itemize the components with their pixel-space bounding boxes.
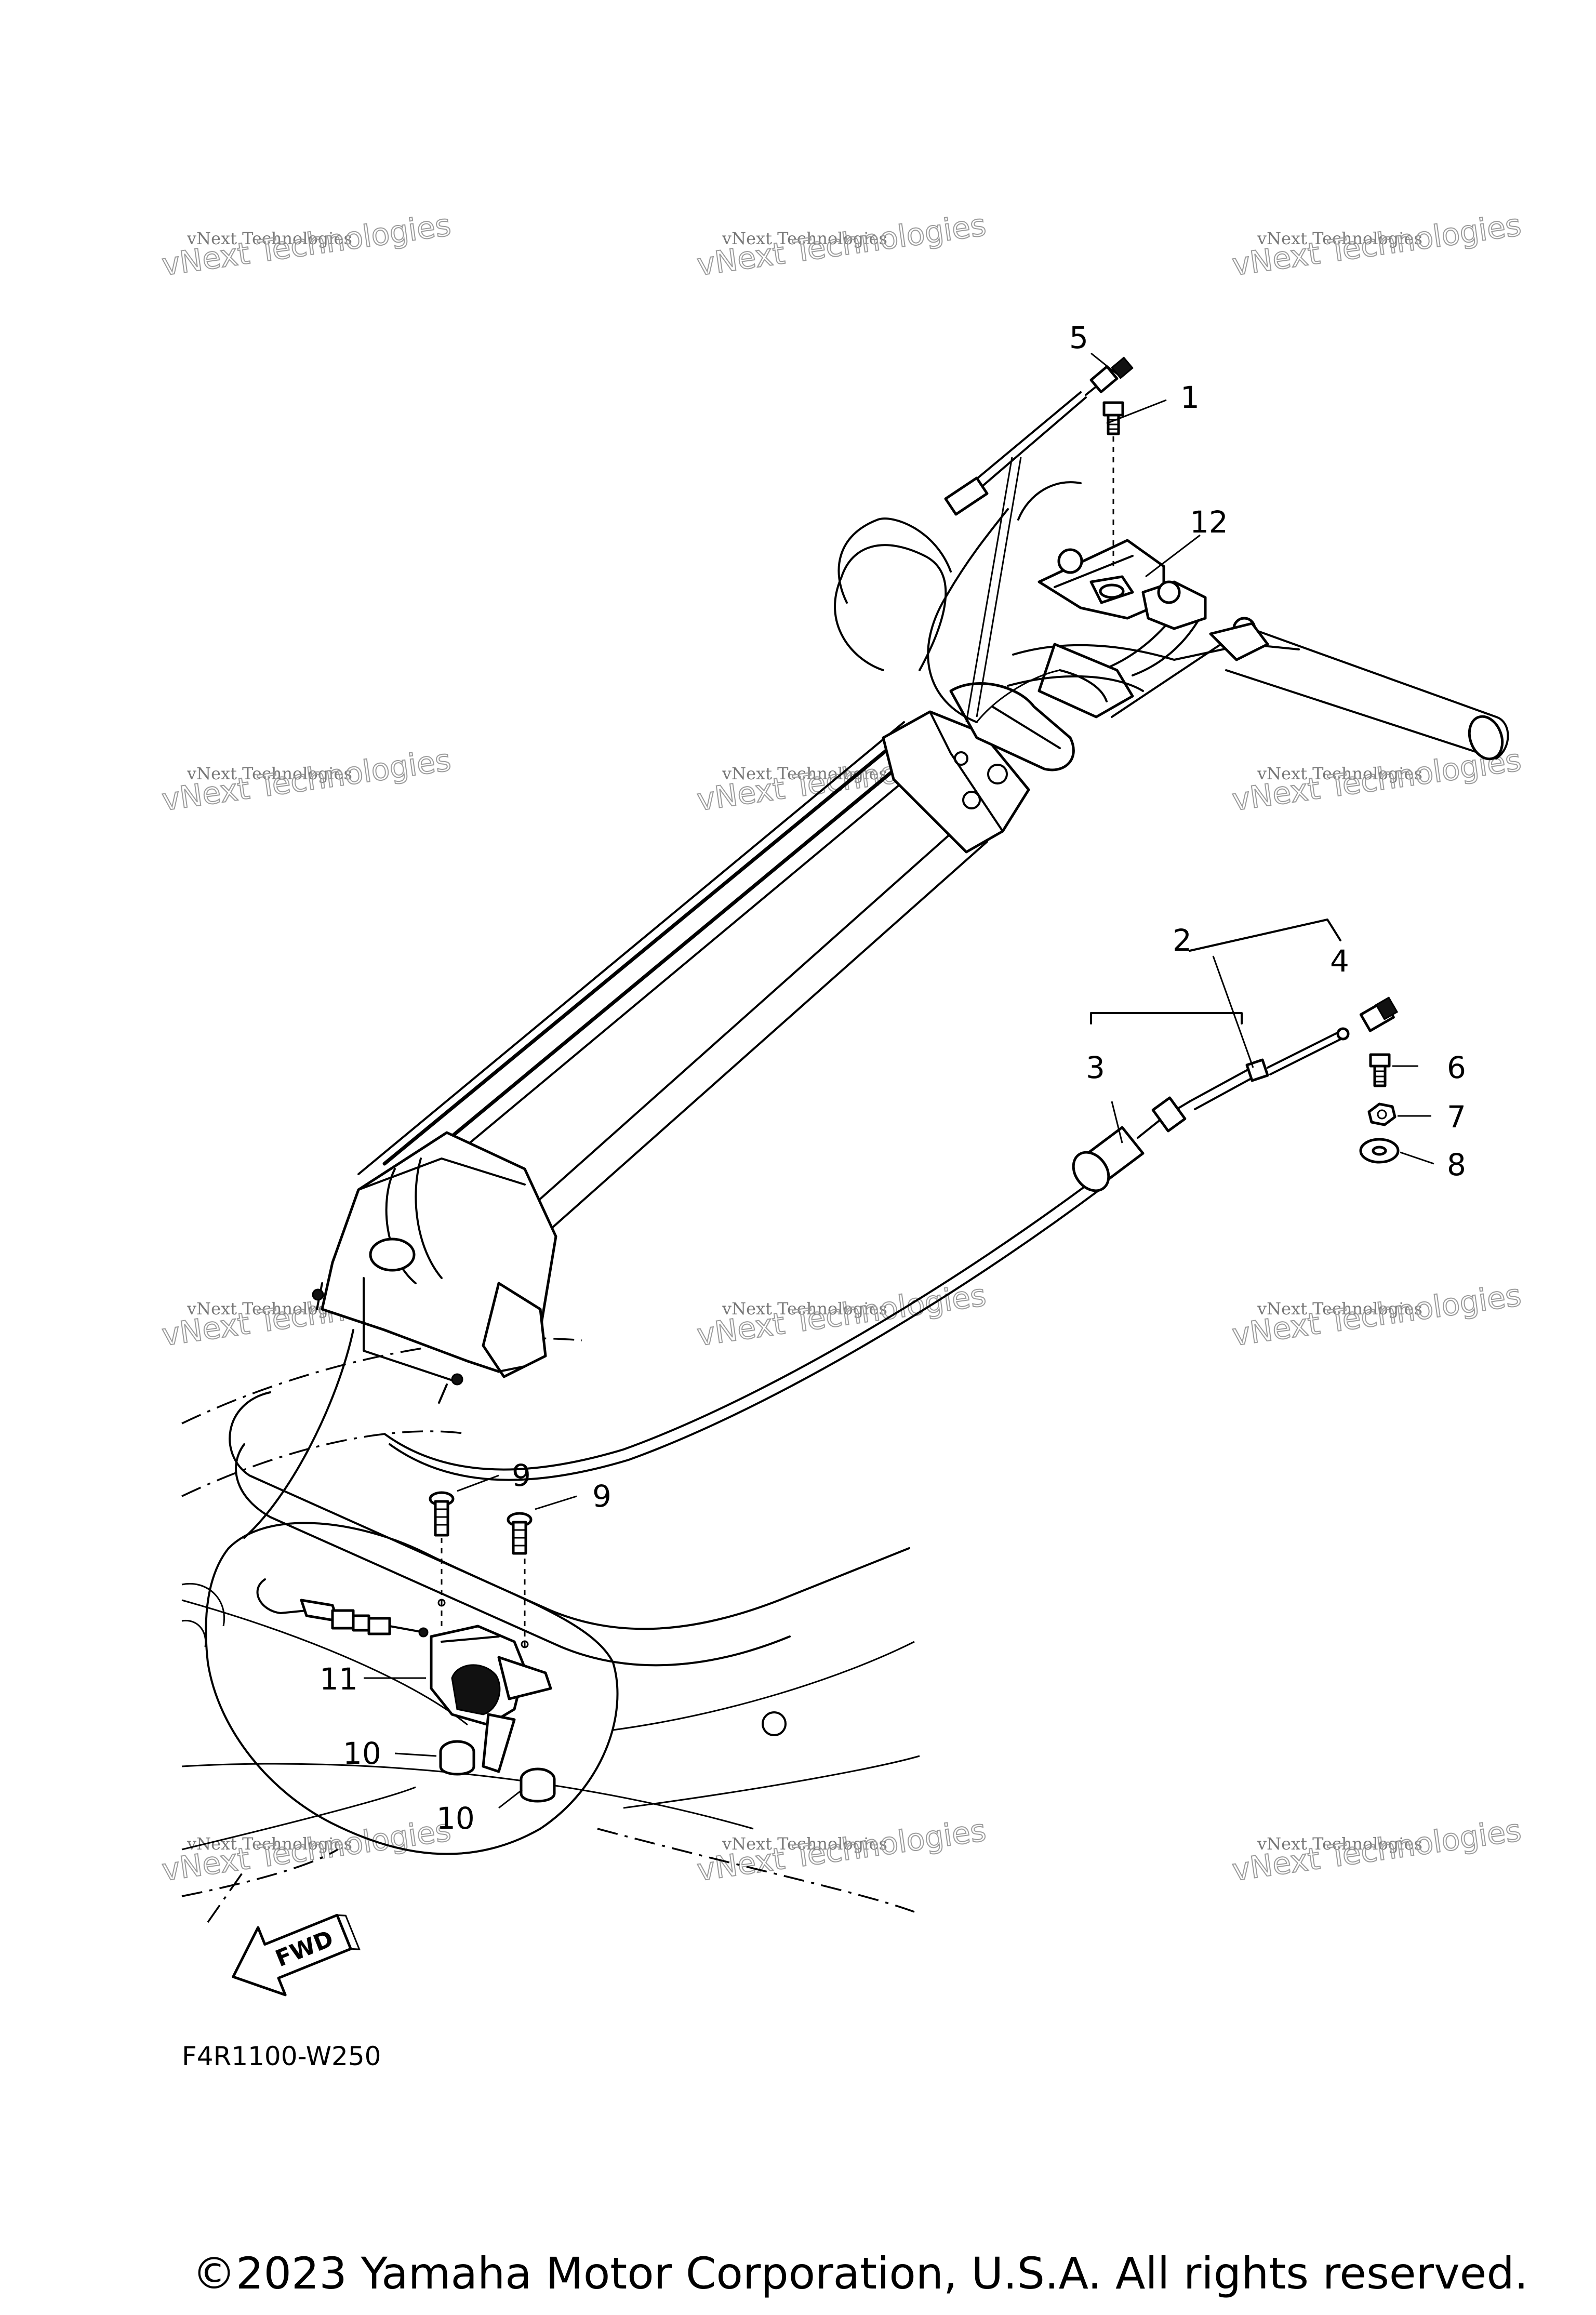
watermark-text-outline: vNext Technologies [1230, 1813, 1523, 1888]
cable-to-sensor [243, 1329, 354, 1539]
clamp-bolt-icon [1157, 580, 1181, 604]
leader-line [976, 457, 1022, 717]
leader-line [1145, 534, 1201, 578]
callout-3: 3 [1086, 1050, 1105, 1085]
watermark: vNext Technologies vNext Technologies [694, 1277, 988, 1353]
callout-10-left: 10 [343, 1736, 381, 1771]
detail-balloon [205, 1522, 619, 1855]
fwd-arrow-icon: FWD [232, 1913, 361, 1997]
watermark-text: vNext Technologies [1257, 1834, 1422, 1854]
watermark: vNext Technologies vNext Technologies [1229, 207, 1523, 283]
throttle-cable-assy [383, 996, 1399, 1481]
throttle-cable-routing [834, 481, 1082, 723]
watermark: vNext Technologies vNext Technologies [159, 207, 453, 283]
watermark-text-outline: vNext Technologies [159, 207, 453, 283]
part-9-bolt-left [429, 1491, 455, 1537]
leader-line [1400, 1151, 1434, 1165]
callout-10-right: 10 [436, 1801, 475, 1836]
watermark-text: vNext Technologies [187, 1834, 352, 1854]
watermark: vNext Technologies vNext Technologies [1229, 1812, 1523, 1888]
watermark-text: vNext Technologies [1257, 1299, 1422, 1319]
column-head [882, 710, 1030, 854]
throttle-sensor-detail [256, 1538, 552, 1773]
watermark-text-outline: vNext Technologies [695, 207, 988, 283]
deck-fitting-icon [762, 1711, 787, 1736]
part-10-nut-left [439, 1740, 475, 1776]
column-mount [312, 1131, 557, 1404]
callout-bracket-2-4 [1189, 919, 1341, 952]
callout-5: 5 [1069, 320, 1088, 355]
part-8-washer [1359, 1138, 1400, 1164]
callout-labels: 5 1 12 2 4 3 6 7 8 9 9 11 10 10 [320, 320, 1466, 1836]
callout-9-right: 9 [592, 1479, 611, 1514]
watermark: vNext Technologies vNext Technologies [1229, 1277, 1523, 1353]
copyright-notice: ©2023 Yamaha Motor Corporation, U.S.A. A… [192, 2248, 1528, 2299]
leader-line [965, 457, 1013, 723]
callout-1: 1 [1180, 380, 1200, 415]
watermark-text: vNext Technologies [722, 1834, 887, 1854]
watermark-text: vNext Technologies [722, 1299, 887, 1319]
leader-line [394, 1752, 437, 1757]
mount-bolt-icon [312, 1288, 324, 1301]
callout-12: 12 [1190, 504, 1228, 540]
part-6-bolt [1369, 1053, 1391, 1087]
part-5-cable-end [944, 356, 1134, 516]
watermark-text-outline: vNext Technologies [695, 1813, 988, 1888]
steering-column [357, 721, 988, 1295]
mount-bolt-icon [451, 1373, 463, 1386]
leader-line [1212, 955, 1254, 1068]
watermark-grid: vNext Technologies vNext Technologies vN… [159, 207, 1523, 1888]
callout-11: 11 [320, 1661, 358, 1697]
callout-4: 4 [1330, 943, 1349, 979]
watermark-text: vNext Technologies [187, 764, 352, 783]
callout-9-left: 9 [512, 1458, 531, 1493]
callout-bracket-3 [1090, 1012, 1243, 1025]
watermark-text: vNext Technologies [187, 229, 352, 248]
part-10-nut-right [520, 1767, 556, 1803]
watermark-text-outline: vNext Technologies [159, 742, 453, 818]
watermark: vNext Technologies vNext Technologies [159, 742, 453, 818]
callout-7: 7 [1447, 1099, 1466, 1135]
watermark: vNext Technologies vNext Technologies [694, 207, 988, 283]
watermark-text-outline: vNext Technologies [1230, 1278, 1523, 1353]
part-9-bolt-right [507, 1512, 533, 1555]
watermark-text-outline: vNext Technologies [1230, 207, 1523, 283]
leader-line [498, 1789, 523, 1809]
watermark-text: vNext Technologies [722, 229, 887, 248]
watermark-text: vNext Technologies [1257, 764, 1422, 783]
leader-line [1106, 399, 1167, 424]
watermark: vNext Technologies vNext Technologies [694, 1812, 988, 1888]
callout-6: 6 [1447, 1050, 1466, 1085]
watermark-text: vNext Technologies [1257, 229, 1422, 248]
leader-line [1111, 1101, 1123, 1143]
callout-2: 2 [1173, 923, 1192, 958]
handlebar [949, 539, 1509, 771]
callout-8: 8 [1447, 1147, 1466, 1182]
leader-line [535, 1495, 577, 1510]
leader-line [1090, 352, 1118, 375]
watermark-text-outline: vNext Technologies [695, 1278, 988, 1353]
part-1-bolt [1089, 401, 1134, 604]
diagram-code: F4R1100-W250 [182, 2041, 381, 2071]
leader-line [457, 1474, 499, 1492]
part-7-nut [1367, 1102, 1396, 1126]
